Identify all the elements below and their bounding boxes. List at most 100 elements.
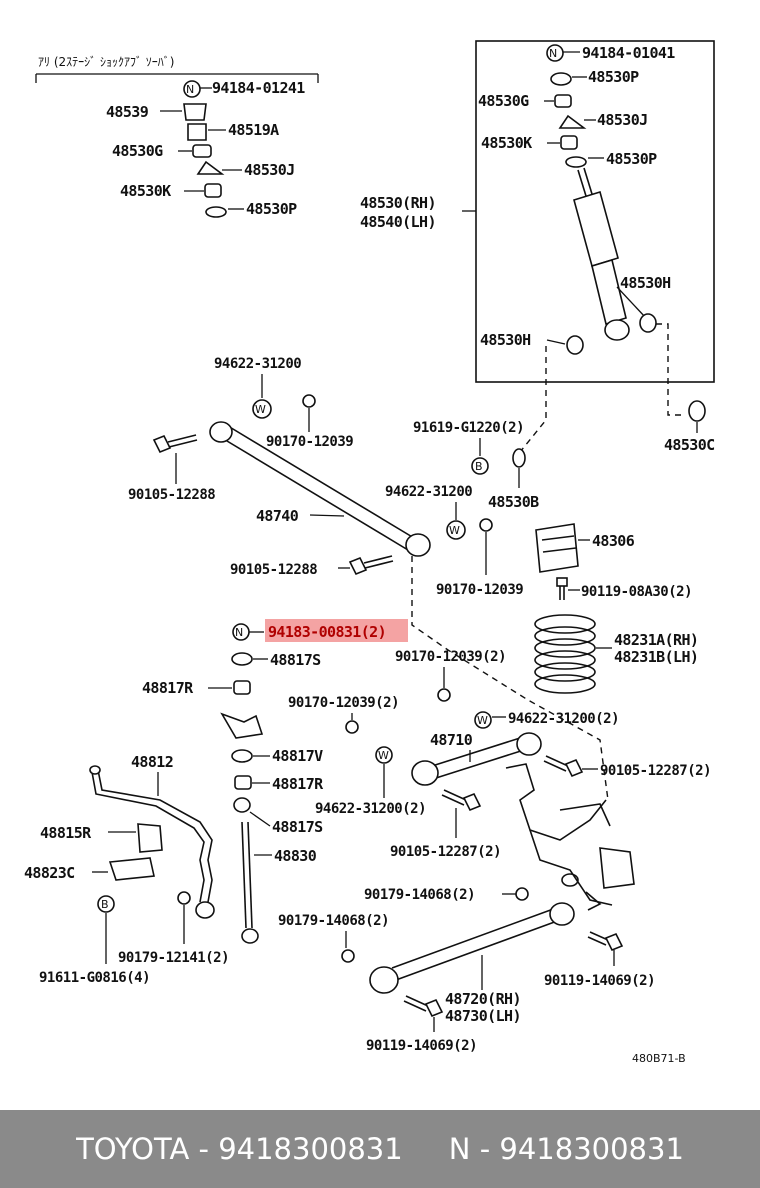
bolt-icon [348, 555, 394, 576]
label-48539: 48539 [106, 103, 149, 121]
label-90105-12287-b: 90105-12287(2) [390, 844, 501, 860]
nut-icon: N [232, 623, 250, 641]
svg-text:W: W [477, 714, 488, 727]
lower-control-arm-upper-icon [411, 732, 542, 786]
stabilizer-link-icon [241, 821, 259, 944]
bushing-icon [639, 313, 657, 333]
nut-icon [341, 949, 355, 963]
label-48530C: 48530C [664, 436, 715, 454]
diagram-code: 480B71-B [632, 1052, 686, 1065]
stabilizer-bar-icon [89, 765, 215, 919]
bolt-icon [403, 995, 444, 1018]
nut-icon: N [183, 80, 201, 98]
label-48530G-left: 48530G [112, 142, 163, 160]
label-48530P-right-bottom: 48530P [606, 150, 657, 168]
shock-absorber-icon [573, 167, 630, 341]
cushion-icon [187, 123, 207, 141]
label-90170-12039-c: 90170-12039(2) [395, 649, 506, 665]
nut-icon [437, 688, 451, 702]
label-48540-lh: 48540(LH) [360, 213, 436, 231]
parts-diagram: ｱﾘ (2ｽﾃｰｼﾞ ｼｮｯｸｱﾌﾞ ｿｰﾊﾞ) N 94184-01241 4… [24, 40, 715, 1065]
svg-text:B: B [101, 898, 109, 911]
retainer-icon [205, 206, 227, 218]
bushing-icon [566, 335, 584, 355]
label-48530K-left: 48530K [120, 182, 171, 200]
bracket-icon [220, 712, 264, 739]
nut-icon [177, 891, 191, 905]
bolt-icon [441, 789, 482, 812]
bushing-icon [512, 448, 526, 468]
label-90170-12039-a: 90170-12039 [266, 434, 353, 450]
lower-control-arm-icon [369, 902, 575, 994]
axle-housing-icon [505, 763, 635, 911]
washer-icon [558, 114, 587, 129]
label-90119-08A30: 90119-08A30(2) [581, 584, 692, 600]
label-90170-12039-d: 90170-12039(2) [288, 695, 399, 711]
label-90179-12141: 90179-12141(2) [118, 950, 229, 966]
label-94622-31200-d: 94622-31200(2) [315, 801, 426, 817]
label-48530J-right: 48530J [597, 111, 648, 129]
label-90179-14068-b: 90179-14068(2) [278, 913, 389, 929]
label-48530H-right: 48530H [620, 274, 671, 292]
svg-text:N: N [549, 47, 557, 60]
bolt-icon [543, 755, 584, 778]
bolt-icon [152, 434, 198, 454]
label-48710: 48710 [430, 731, 473, 749]
footer-toyota-number: TOYOTA - 9418300831 [76, 1132, 403, 1166]
nut-icon: N [546, 44, 564, 62]
label-48812: 48812 [131, 753, 173, 771]
washer-icon: W [474, 711, 492, 729]
label-48530J-left: 48530J [244, 161, 295, 179]
washer-icon: W [446, 520, 466, 540]
bushing-icon [204, 183, 222, 198]
washer-icon: W [375, 746, 393, 764]
label-90179-14068-a: 90179-14068(2) [364, 887, 475, 903]
nut-icon [345, 720, 359, 734]
bolt-marker-icon: B [97, 895, 115, 913]
label-90119-14069-b: 90119-14069(2) [366, 1038, 477, 1054]
label-90105-12287-a: 90105-12287(2) [600, 763, 711, 779]
washer-icon: W [252, 399, 272, 419]
label-90105-12288-b: 90105-12288 [230, 562, 317, 578]
label-48306: 48306 [592, 532, 635, 550]
label-48530P-right-top: 48530P [588, 68, 639, 86]
part-number-footer: TOYOTA - 9418300831 N - 9418300831 [0, 1110, 760, 1188]
label-94622-31200-c: 94622-31200(2) [508, 711, 619, 727]
bushing-icon [560, 135, 578, 150]
label-48720-rh: 48720(RH) [445, 990, 521, 1008]
label-48530K-right: 48530K [481, 134, 532, 152]
label-48815R: 48815R [40, 824, 92, 842]
nut-icon [515, 887, 529, 901]
label-48530B: 48530B [488, 493, 539, 511]
label-48519A: 48519A [228, 121, 279, 139]
label-94622-31200-b: 94622-31200 [385, 484, 472, 500]
label-48231A-rh: 48231A(RH) [614, 631, 698, 649]
label-48817R-b: 48817R [272, 775, 324, 793]
washer-icon [196, 160, 225, 175]
svg-text:W: W [255, 403, 266, 416]
label-94183-00831-highlighted[interactable]: 94183-00831(2) [268, 623, 387, 641]
svg-text:B: B [475, 460, 483, 473]
label-48730-lh: 48730(LH) [445, 1007, 521, 1025]
bolt-icon [587, 931, 624, 952]
label-90119-14069-a: 90119-14069(2) [544, 973, 655, 989]
highlight-box [265, 619, 408, 642]
label-90170-12039-b: 90170-12039 [436, 582, 523, 598]
bolt-icon [556, 577, 568, 600]
footer-n-number: N - 9418300831 [448, 1132, 684, 1166]
retainer-icon [231, 749, 253, 763]
label-48530G-right: 48530G [478, 92, 529, 110]
bushing-icon [233, 680, 251, 695]
label-94622-31200-a: 94622-31200 [214, 356, 301, 372]
stabilizer-bushing-icon [137, 823, 163, 853]
label-90105-12288-a: 90105-12288 [128, 487, 215, 503]
label-48740: 48740 [256, 507, 299, 525]
stabilizer-bracket-icon [108, 857, 155, 881]
upper-control-arm-icon [209, 421, 431, 557]
label-48530P-left: 48530P [246, 200, 297, 218]
label-91619-G1220: 91619-G1220(2) [413, 420, 524, 436]
label-48530-rh: 48530(RH) [360, 194, 436, 212]
label-94184-01041: 94184-01041 [582, 44, 675, 62]
label-48817R-a: 48817R [142, 679, 194, 697]
label-94184-01241: 94184-01241 [212, 79, 305, 97]
